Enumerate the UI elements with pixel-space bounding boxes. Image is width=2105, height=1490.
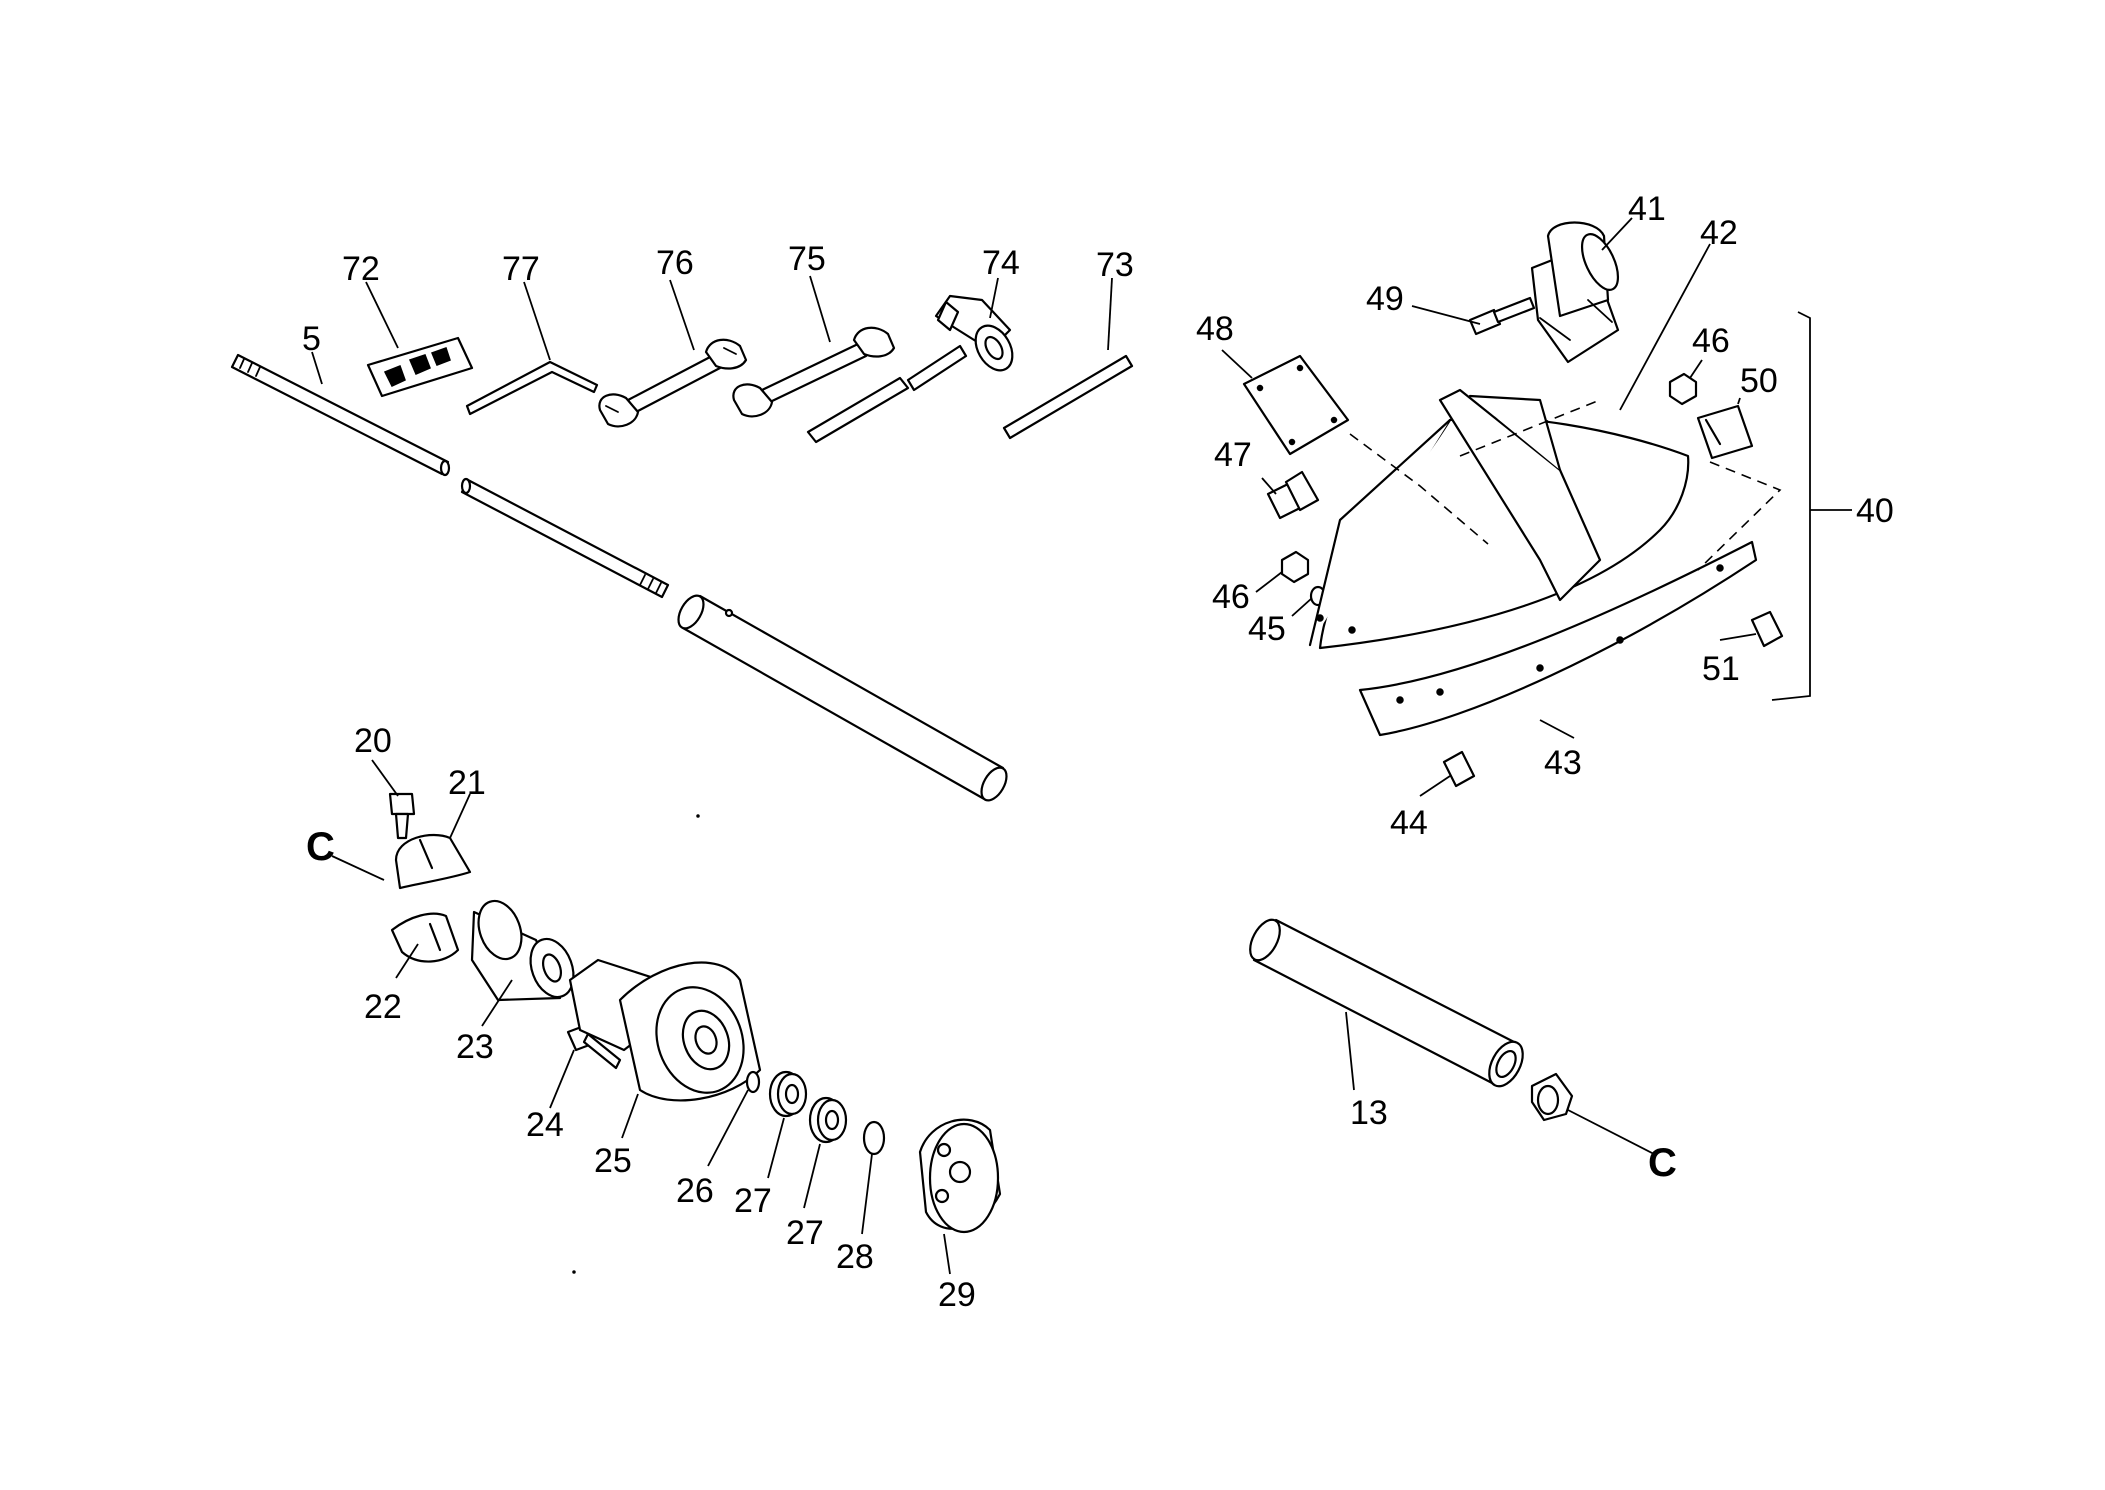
label-75: 75 [788,240,826,278]
tube-end-nut [1530,1072,1574,1122]
label-43: 43 [1544,744,1582,782]
label-74: 74 [982,244,1020,282]
clip-50 [1696,404,1754,460]
screwdriver-blade [806,376,910,444]
blade-guard [1308,388,1758,737]
label-50: 50 [1740,362,1778,400]
drive-shaft-lower [460,477,670,599]
main-tube-lower [1249,918,1524,1088]
label-5: 5 [302,320,321,358]
bolt-44 [1442,750,1476,788]
guard-plate [1242,354,1350,456]
bolt-47 [1266,470,1320,520]
gear-sleeve [470,899,575,1002]
bolt-49 [1468,296,1536,336]
bearing-27-a [768,1070,808,1118]
nut-46-left [1280,550,1310,584]
label-42: 42 [1700,214,1738,252]
nut-46-right [1668,372,1698,406]
label-29: 29 [938,1276,976,1314]
label-73: 73 [1096,246,1134,284]
drive-shaft-upper [230,353,451,477]
gear-case [568,958,762,1102]
label-48: 48 [1196,310,1234,348]
label-44: 44 [1390,804,1428,842]
ring-28 [862,1120,886,1156]
main-tube-upper [677,594,1008,802]
clamp-upper [394,833,472,890]
label-40: 40 [1856,492,1894,530]
bolt-20 [388,792,416,840]
label-51: 51 [1702,650,1740,688]
leader-lines [311,217,1852,1275]
label-24: 24 [526,1106,564,1144]
label-21: 21 [448,764,486,802]
open-end-wrench-small [598,338,748,428]
label-25: 25 [594,1142,632,1180]
label-20: 20 [354,722,392,760]
label-46-right: 46 [1692,322,1730,360]
label-27-b: 27 [786,1214,824,1252]
spark-plug-wrench [906,294,1014,392]
speck [696,814,700,818]
assembly-dashed-lines [1349,399,1782,571]
bearing-27-b [808,1096,848,1144]
label-46-left: 46 [1212,578,1250,616]
label-47: 47 [1214,436,1252,474]
label-26: 26 [676,1172,714,1210]
label-28: 28 [836,1238,874,1276]
label-22: 22 [364,988,402,1026]
tommy-bar [1002,354,1134,440]
label-c-left: C [306,825,335,869]
speck [572,1270,576,1274]
label-27-a: 27 [734,1182,772,1220]
bolt-51 [1750,610,1784,648]
clamp-lower [390,912,460,963]
assembly-bracket-40 [1771,311,1811,701]
open-end-wrench-large [732,326,896,418]
label-77: 77 [502,250,540,288]
guard-bracket [1530,221,1620,364]
label-72: 72 [342,250,380,288]
label-45: 45 [1248,610,1286,648]
label-13: 13 [1350,1094,1388,1132]
instruction-sheet [366,336,474,398]
circlip-26 [745,1070,761,1094]
label-41: 41 [1628,190,1666,228]
blade-holder [918,1118,1002,1234]
part-labels: 5 72 77 76 75 74 73 41 42 49 48 46 50 47… [302,190,1894,1314]
label-c-right: C [1648,1141,1677,1185]
label-76: 76 [656,244,694,282]
label-49: 49 [1366,280,1404,318]
label-23: 23 [456,1028,494,1066]
hex-key [465,360,599,416]
